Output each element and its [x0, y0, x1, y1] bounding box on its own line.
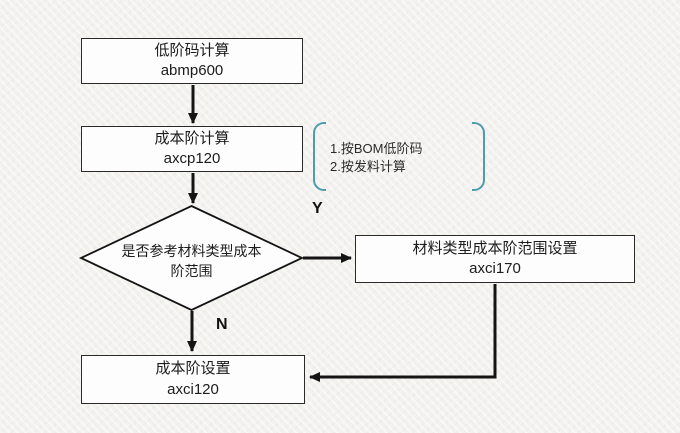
edge-label-no: N: [216, 316, 228, 333]
annotation-note-text: 1.按BOM低阶码 2.按发料计算: [330, 140, 422, 176]
node-title: 成本阶设置: [155, 360, 231, 378]
node-title: 成本阶计算: [154, 129, 230, 147]
flowchart-node-cost-level-set: 成本阶设置 axci120: [81, 355, 305, 404]
note-line-2: 2.按发料计算: [330, 159, 406, 175]
node-title: 低阶码计算: [154, 41, 230, 59]
note-line-1: 1.按BOM低阶码: [330, 141, 423, 156]
flowchart-node-material-type-range-set: 材料类型成本阶范围设置 axci170: [355, 235, 635, 283]
annotation-note: 1.按BOM低阶码 2.按发料计算: [313, 122, 485, 191]
node-program-code: axci170: [469, 260, 521, 277]
decision-line-2: 阶范围: [170, 263, 213, 280]
flowchart-node-decision-text: 是否参考材料类型成本 阶范围: [101, 241, 282, 282]
decision-line-1: 是否参考材料类型成本: [121, 243, 262, 259]
edge-label-yes: Y: [312, 200, 323, 217]
flowchart-node-low-level-code-calc: 低阶码计算 abmp600: [81, 38, 303, 84]
node-program-code: abmp600: [160, 62, 224, 79]
flowchart-node-cost-level-calc: 成本阶计算 axcp120: [81, 126, 303, 172]
node-program-code: axci120: [167, 380, 219, 398]
node-title: 材料类型成本阶范围设置: [412, 239, 578, 257]
right-bracket-icon: [472, 122, 485, 191]
node-program-code: axcp120: [163, 150, 221, 167]
left-bracket-icon: [313, 122, 326, 191]
